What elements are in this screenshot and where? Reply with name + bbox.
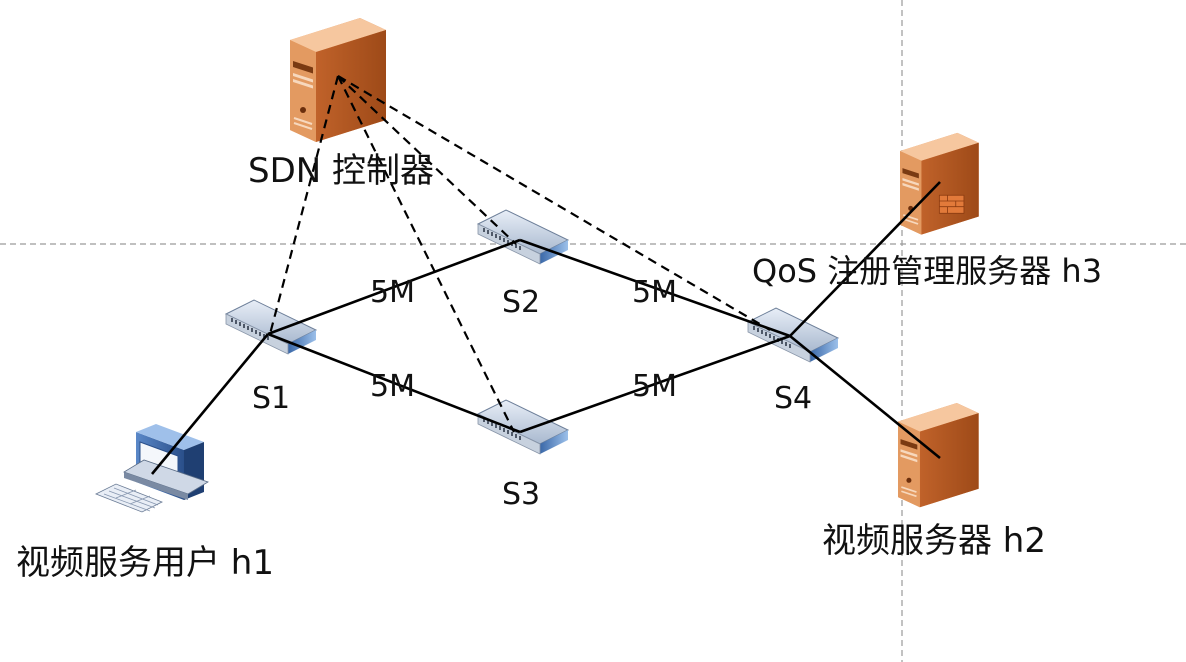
link-s1-s3	[267, 332, 521, 434]
qos-server-label: QoS 注册管理服务器 h3	[752, 252, 1102, 290]
switch-s4-label: S4	[774, 381, 812, 416]
link-s3-s4-bandwidth: 5M	[632, 369, 677, 404]
desktop-computer-icon	[95, 424, 209, 513]
link-s1-s3-bandwidth: 5M	[370, 369, 415, 404]
controller-label: SDN 控制器	[248, 151, 434, 191]
control-link-s3	[337, 75, 515, 433]
control-link-s2	[337, 75, 517, 245]
link-s2-s4-bandwidth: 5M	[632, 275, 677, 310]
switch-s4-icon	[747, 307, 839, 363]
link-s4-h2	[789, 334, 941, 460]
control-link-s4	[337, 75, 771, 331]
switch-s3-label: S3	[502, 477, 540, 512]
qos-server-icon	[899, 132, 980, 236]
link-s1-s2-bandwidth: 5M	[370, 275, 415, 310]
video-server-label: 视频服务器 h2	[822, 521, 1046, 561]
link-s4-h3	[789, 181, 941, 337]
link-s1-s2	[267, 238, 521, 336]
switch-s2-icon	[477, 209, 569, 265]
link-s2-s4	[519, 238, 791, 338]
link-h1-s1	[150, 333, 270, 475]
switch-s3-icon	[477, 399, 569, 455]
link-s3-s4	[519, 334, 791, 434]
video-user-label: 视频服务用户 h1	[16, 543, 274, 583]
switch-s2-label: S2	[502, 285, 540, 320]
switch-s1-label: S1	[252, 381, 290, 416]
